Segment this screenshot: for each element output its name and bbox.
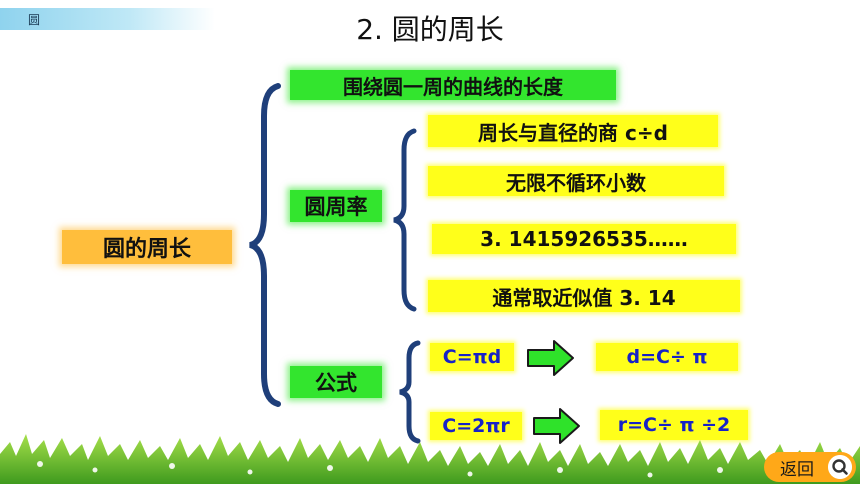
pi-item-approx: 通常取近似值 3. 14 <box>428 280 740 312</box>
root-label: 圆的周长 <box>102 237 191 262</box>
definition-box: 围绕圆一周的曲线的长度 <box>290 70 616 100</box>
formula-label: 公式 <box>315 371 357 395</box>
pi-brace <box>393 128 417 312</box>
header-tag-bar <box>0 8 215 30</box>
formula-brace <box>399 340 421 444</box>
arrow-right-icon <box>533 408 580 444</box>
page-title: 2. 圆的周长 <box>356 13 504 46</box>
search-icon <box>828 455 852 479</box>
pi-item-approx-text: 通常取近似值 3. 14 <box>492 285 676 310</box>
formula-1-left-text: C=πd <box>442 346 502 368</box>
formula-label-box: 公式 <box>290 366 382 398</box>
formula-diameter: d=C÷ π <box>596 343 738 371</box>
definition-label: 围绕圆一周的曲线的长度 <box>343 74 563 99</box>
arrow-right-icon <box>527 340 574 376</box>
pi-label: 圆周率 <box>304 195 368 219</box>
header-tag: 圆 <box>28 13 41 27</box>
grass-decoration <box>0 434 860 484</box>
formula-2-right-text: r=C÷ π ÷2 <box>617 414 731 436</box>
formula-circumference-diameter: C=πd <box>430 343 514 371</box>
root-box: 圆的周长 <box>62 230 232 264</box>
pi-item-ratio-text: 周长与直径的商 c÷d <box>478 120 668 145</box>
formula-1-right-text: d=C÷ π <box>626 346 708 368</box>
pi-item-value-text: 3. 1415926535…… <box>480 227 688 251</box>
formula-circumference-radius: C=2πr <box>430 412 522 440</box>
pi-item-irrational-text: 无限不循环小数 <box>506 170 646 195</box>
back-button-label: 返回 <box>780 459 814 480</box>
pi-item-irrational: 无限不循环小数 <box>428 166 724 196</box>
pi-label-box: 圆周率 <box>290 190 382 222</box>
main-brace <box>249 83 281 407</box>
formula-radius: r=C÷ π ÷2 <box>600 410 748 440</box>
pi-item-ratio: 周长与直径的商 c÷d <box>428 115 718 147</box>
formula-2-left-text: C=2πr <box>442 415 510 437</box>
back-button[interactable]: 返回 <box>764 452 856 482</box>
pi-item-value: 3. 1415926535…… <box>432 224 736 254</box>
